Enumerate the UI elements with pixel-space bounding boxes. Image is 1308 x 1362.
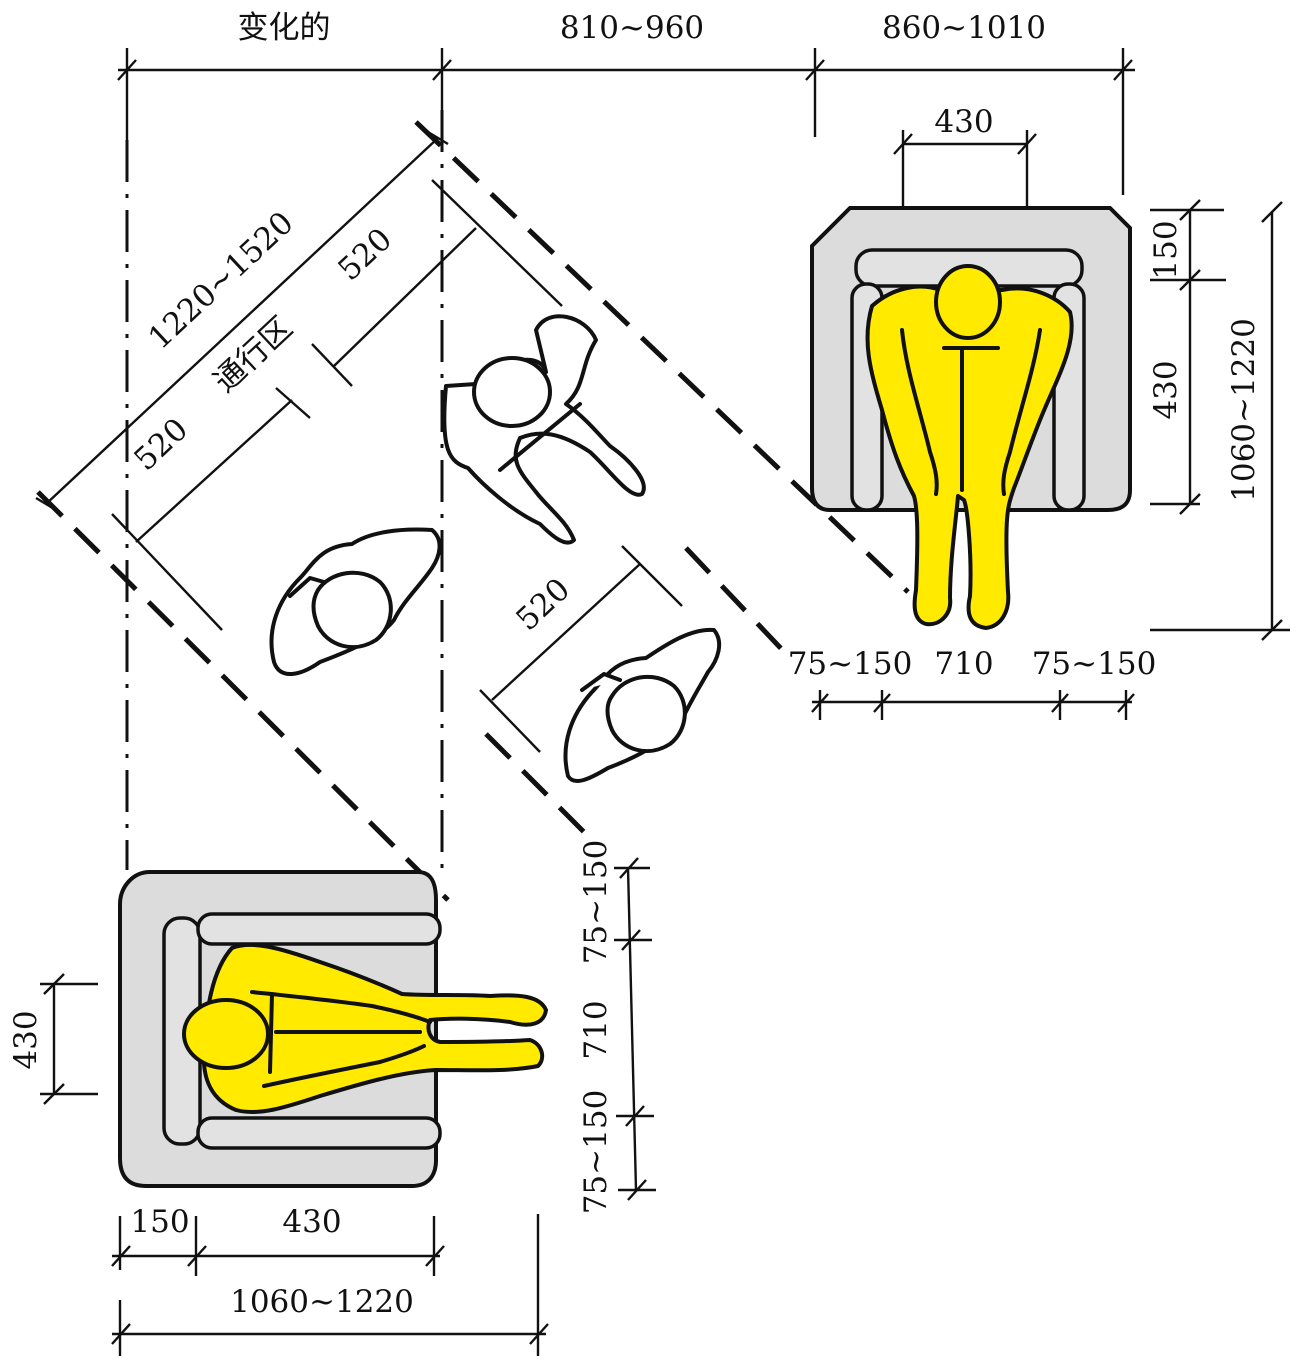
label-right-back: 150 xyxy=(1148,220,1184,279)
walking-figure-upper xyxy=(442,314,646,545)
label-right-margin-left: 75~150 xyxy=(788,646,913,682)
label-bottom-margin-top: 75~150 xyxy=(578,840,614,965)
circulation-boundaries xyxy=(36,120,910,902)
label-right-seat: 430 xyxy=(934,104,993,140)
label-diag-middle: 520 xyxy=(509,571,577,638)
label-diag-upper: 520 xyxy=(331,221,399,288)
label-bottom-depth: 430 xyxy=(282,1204,341,1240)
label-bottom-back: 150 xyxy=(130,1204,189,1240)
label-right-body: 710 xyxy=(934,646,993,682)
label-bottom-margin-bottom: 75~150 xyxy=(578,1090,614,1215)
walking-figure-lower-right xyxy=(563,627,722,784)
label-right-total: 1060~1220 xyxy=(1226,318,1262,502)
label-top-middle: 810~960 xyxy=(560,10,704,46)
label-bottom-total: 1060~1220 xyxy=(230,1284,414,1320)
label-right-depth: 430 xyxy=(1148,360,1184,419)
right-seated-figure xyxy=(865,264,1074,630)
label-diag-lower: 520 xyxy=(127,411,195,478)
left-chair-dimensions xyxy=(40,857,656,1356)
label-top-variable: 变化的 xyxy=(238,10,331,46)
label-bottom-body: 710 xyxy=(578,1000,614,1059)
diagonal-dimensions xyxy=(35,130,683,753)
left-seated-figure xyxy=(182,942,548,1114)
label-left-seat: 430 xyxy=(8,1010,44,1069)
label-right-margin-right: 75~150 xyxy=(1032,646,1157,682)
right-chair-dimensions xyxy=(811,130,1290,720)
top-dimension-chain xyxy=(117,48,1135,195)
walking-figure-lower-left xyxy=(269,527,442,676)
label-top-right: 860~1010 xyxy=(882,10,1046,46)
label-circulation-zone: 通行区 xyxy=(207,310,300,400)
